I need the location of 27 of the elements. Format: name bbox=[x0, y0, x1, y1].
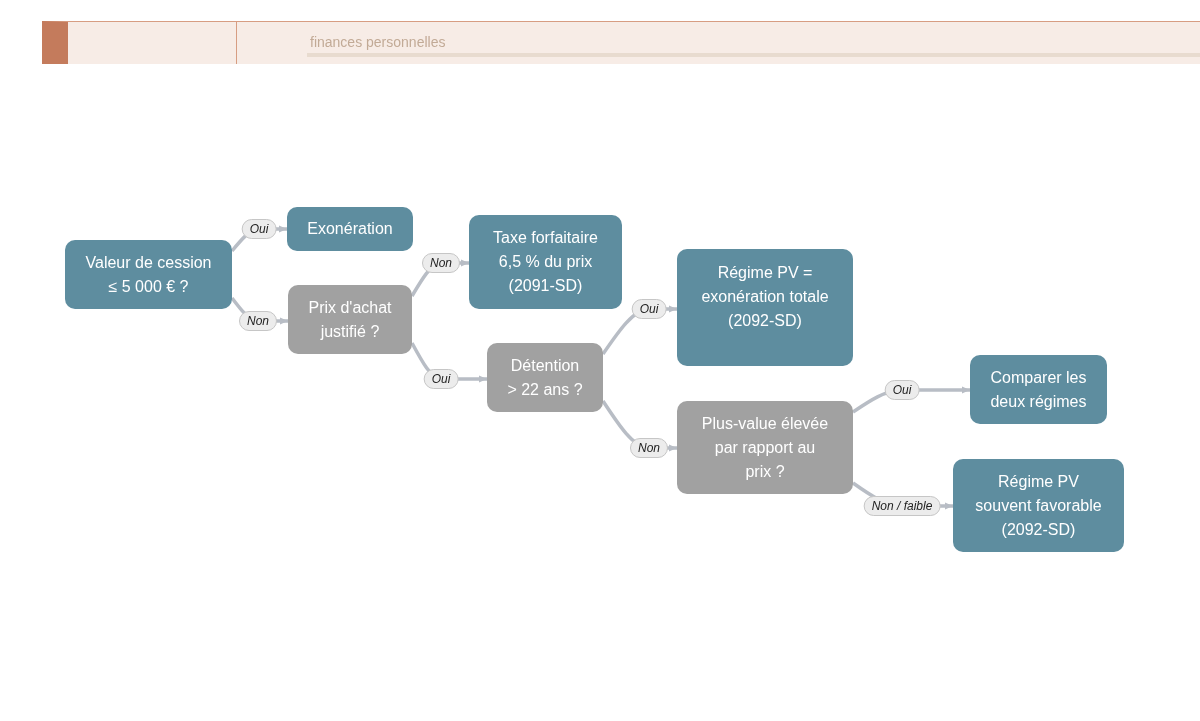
edge-label: Non bbox=[630, 438, 668, 458]
edge-label: Oui bbox=[631, 299, 667, 319]
edge-label: Oui bbox=[423, 369, 459, 389]
result-text: Taxe forfaitaire 6,5 % du prix (2091-SD) bbox=[492, 228, 599, 296]
question-text: Plus-value élevée par rapport au prix ? bbox=[701, 413, 829, 482]
result-box bbox=[469, 215, 622, 309]
result-box bbox=[287, 207, 413, 251]
question-text: Prix d'achat justifié ? bbox=[307, 297, 393, 342]
edge-label: Non / faible bbox=[863, 496, 941, 516]
result-box bbox=[677, 249, 853, 366]
result-box bbox=[65, 240, 232, 309]
tagline: finances personnelles bbox=[310, 34, 446, 50]
edge-label: Non bbox=[422, 253, 460, 273]
result-text: Exonération bbox=[307, 219, 393, 239]
result-text: Valeur de cession ≤ 5 000 € ? bbox=[84, 252, 213, 297]
edge-label: Oui bbox=[241, 219, 277, 239]
result-text: Régime PV souvent favorable (2092-SD) bbox=[974, 471, 1103, 540]
result-box bbox=[953, 459, 1124, 552]
result-text: Régime PV = exonération totale (2092-SD) bbox=[700, 262, 830, 331]
decision-box bbox=[288, 285, 412, 354]
decision-box bbox=[487, 343, 603, 412]
edge-label: Oui bbox=[884, 380, 920, 400]
decision-box bbox=[677, 401, 853, 494]
result-text: Comparer les deux régimes bbox=[989, 367, 1088, 412]
question-text: Détention > 22 ans ? bbox=[506, 355, 584, 400]
edge-label: Non bbox=[239, 311, 277, 331]
result-box bbox=[970, 355, 1107, 424]
